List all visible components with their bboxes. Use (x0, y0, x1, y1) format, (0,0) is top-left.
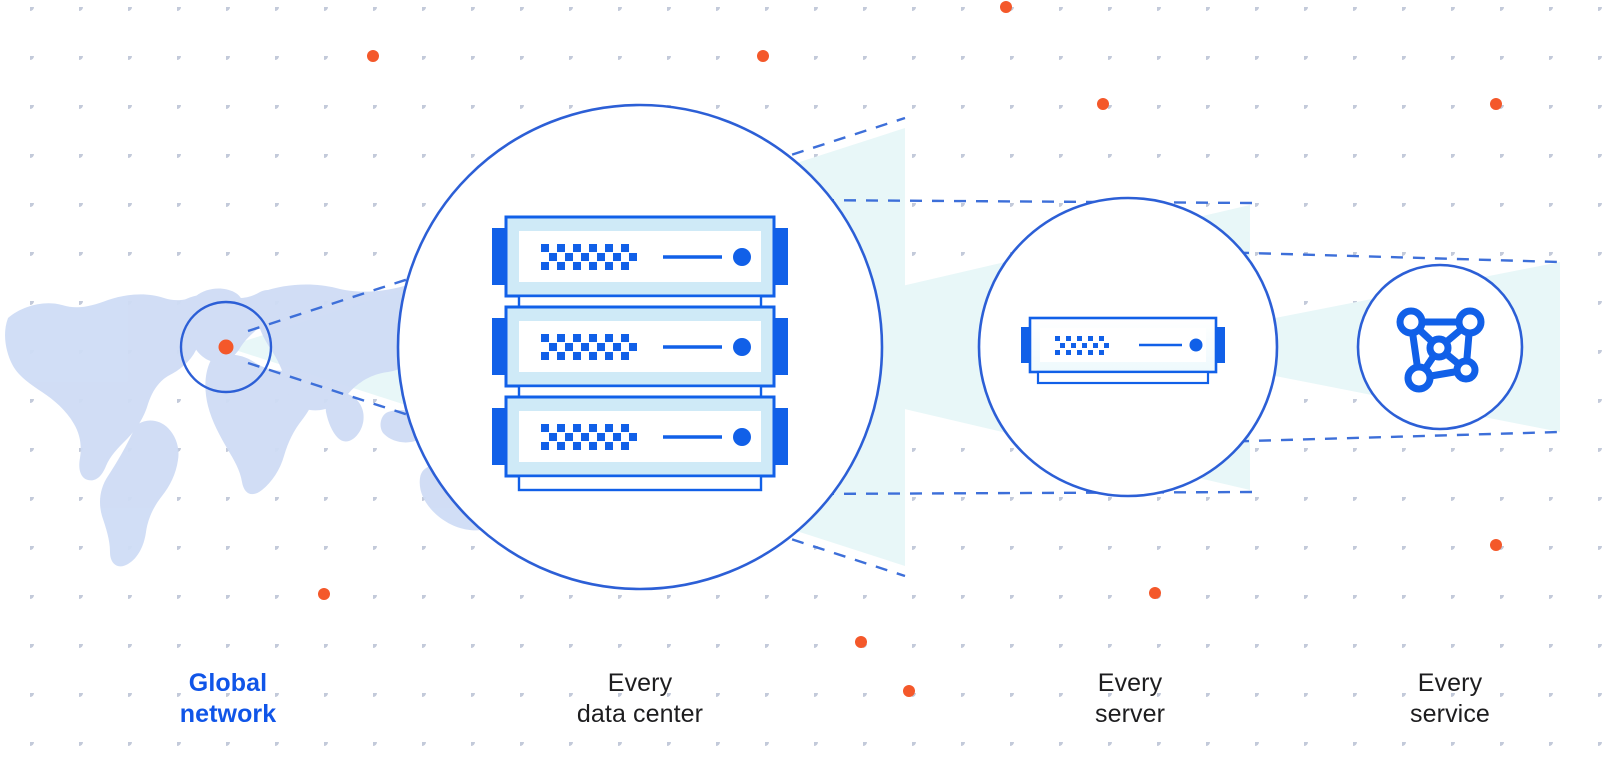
mesh-node-bottom-right (1453, 357, 1479, 383)
stage-label-server[interactable]: Every server (1094, 669, 1166, 728)
mesh-node-top-left (1396, 307, 1426, 337)
dash-server-to-service-top (1214, 250, 1561, 264)
rack-unit-1-status-led (733, 248, 751, 266)
orange-dot (367, 50, 379, 62)
rack-base (517, 474, 763, 492)
server-rack-icon (492, 215, 788, 492)
map-highlight-circle (179, 300, 273, 394)
orange-dot (757, 50, 769, 62)
server-unit-base (1036, 370, 1210, 385)
europe-marker-dot (218, 339, 234, 355)
orange-dot (318, 588, 330, 600)
orange-dot (1000, 1, 1012, 13)
rack-unit-3-status-led (733, 428, 751, 446)
mesh-node-bottom-left (1404, 363, 1434, 393)
stage-label-service[interactable]: Every service (1410, 669, 1490, 728)
dash-dc-to-server-bottom (799, 490, 1253, 496)
stage-label-data-center[interactable]: Every data center (576, 669, 704, 728)
dash-map-to-dc-top (247, 116, 906, 333)
zoom-cone-dashed-lines (247, 116, 1561, 578)
mesh-node-top-right (1455, 307, 1485, 337)
dash-server-to-service-bottom (1214, 430, 1561, 444)
rack-unit-2-status-led (733, 338, 751, 356)
rack-unit-3-vents (541, 424, 637, 450)
server-unit-status-led (1189, 338, 1203, 352)
orange-dot (1097, 98, 1109, 110)
orange-dot (855, 636, 867, 648)
dash-dc-to-server-top (799, 198, 1253, 205)
orange-accent-dots (318, 1, 1502, 697)
mesh-node-center (1426, 335, 1452, 361)
orange-dot (1490, 98, 1502, 110)
rack-unit-1 (492, 215, 788, 298)
server-unit-vents (1055, 336, 1109, 355)
orange-dot (1490, 539, 1502, 551)
network-mesh-icon (1396, 307, 1485, 393)
dash-map-to-dc-bottom (247, 361, 906, 578)
orange-dot (1149, 587, 1161, 599)
rack-unit-3 (492, 395, 788, 478)
rack-unit-2 (492, 305, 788, 388)
rack-unit-2-vents (541, 334, 637, 360)
rack-unit-1-vents (541, 244, 637, 270)
server-unit-icon (1021, 316, 1225, 385)
stage-label-global-network[interactable]: Global network (179, 669, 277, 728)
orange-dot (903, 685, 915, 697)
